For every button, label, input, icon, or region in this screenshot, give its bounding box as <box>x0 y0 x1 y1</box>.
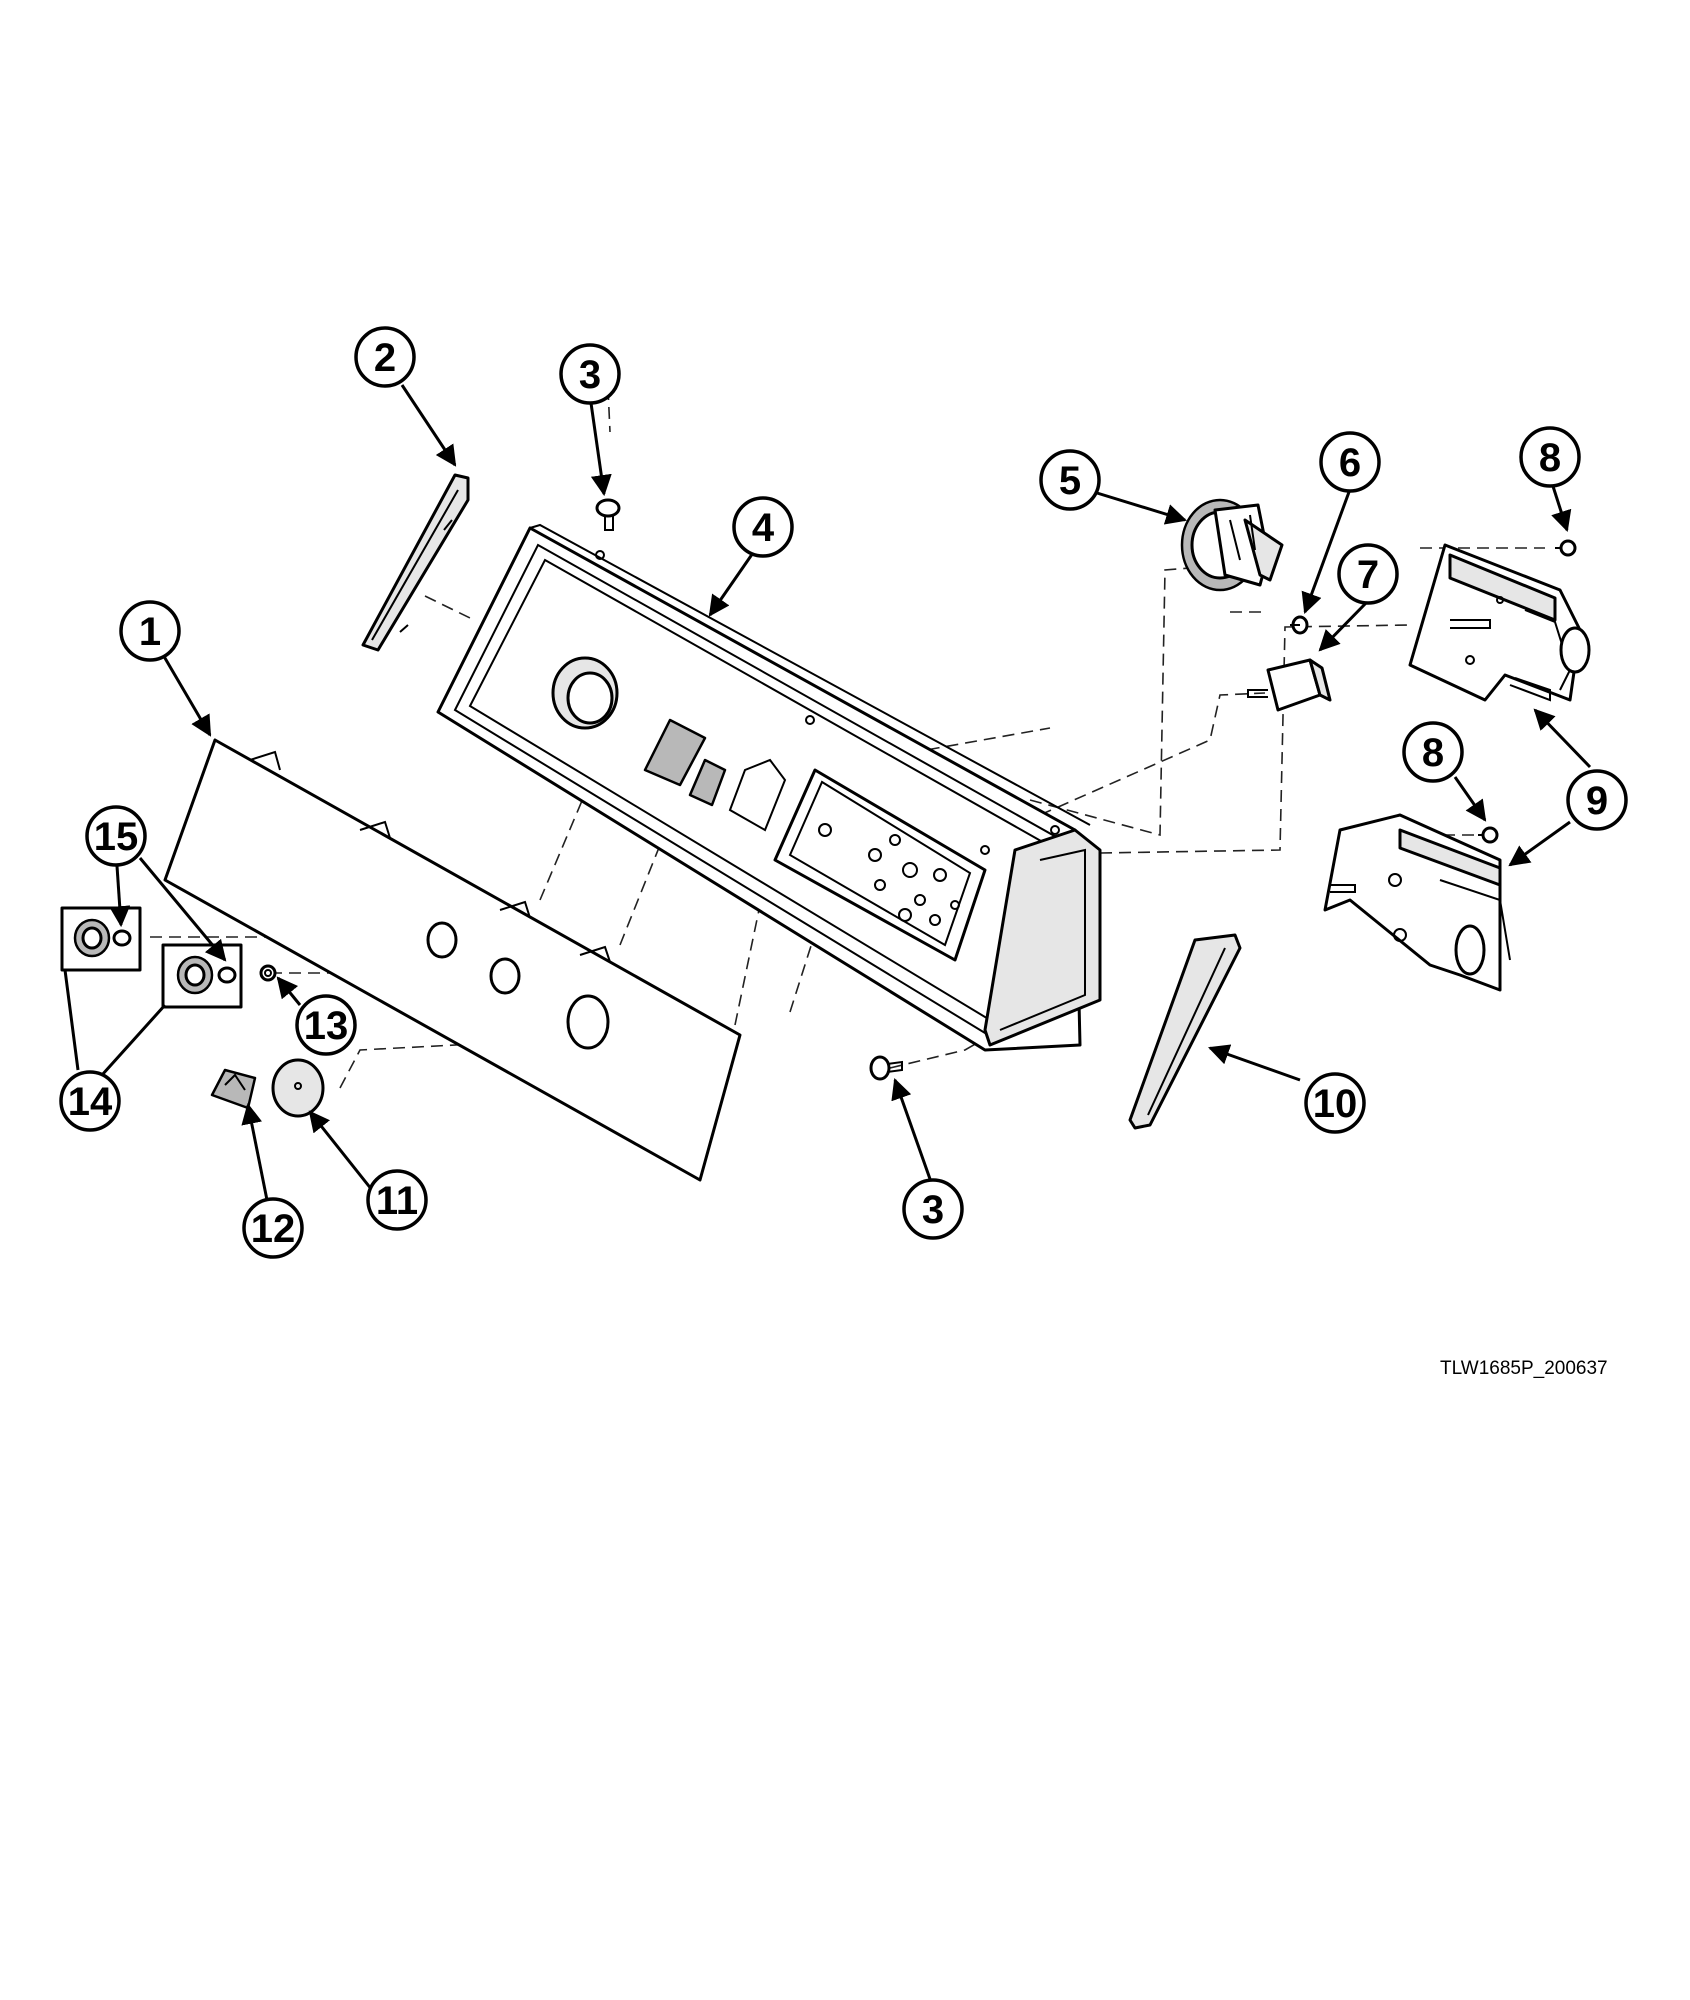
svg-text:13: 13 <box>304 1004 349 1048</box>
board-screw-upper <box>1555 539 1577 557</box>
document-code: TLW1685P_200637 <box>1440 1358 1608 1379</box>
right-end-cap <box>1128 933 1242 1130</box>
svg-text:14: 14 <box>68 1080 113 1124</box>
callout-11: 11 <box>366 1169 428 1231</box>
callout-13: 13 <box>295 994 357 1056</box>
electronic-board-lower <box>1323 813 1511 992</box>
callouts: 1 2 3 3 4 5 6 7 <box>59 326 1628 1259</box>
screw-top <box>595 498 621 531</box>
button-cap <box>210 1068 257 1110</box>
svg-text:8: 8 <box>1422 731 1444 775</box>
board-screw-lower <box>1478 826 1499 844</box>
callout-6: 6 <box>1319 431 1381 493</box>
electronic-board-upper <box>1408 543 1591 702</box>
svg-text:12: 12 <box>251 1207 296 1251</box>
svg-text:10: 10 <box>1313 1082 1358 1126</box>
svg-text:9: 9 <box>1586 779 1608 823</box>
callout-2: 2 <box>354 326 416 388</box>
callout-8-bottom: 8 <box>1402 721 1464 783</box>
svg-text:4: 4 <box>752 506 775 550</box>
callout-10: 10 <box>1304 1072 1366 1134</box>
overlay-panel <box>163 738 742 1182</box>
callout-8-top: 8 <box>1519 426 1581 488</box>
callout-3-bottom: 3 <box>902 1178 964 1240</box>
svg-text:3: 3 <box>579 353 601 397</box>
callout-9: 9 <box>1566 769 1628 831</box>
knob-assembly-left <box>60 906 142 972</box>
svg-text:1: 1 <box>139 610 161 654</box>
callout-1: 1 <box>119 600 181 662</box>
svg-text:2: 2 <box>374 336 396 380</box>
control-switch <box>1180 498 1284 592</box>
svg-text:5: 5 <box>1059 459 1081 503</box>
console-housing <box>436 523 1102 1052</box>
callout-4: 4 <box>732 496 794 558</box>
rotary-switch <box>1247 658 1332 712</box>
callout-7: 7 <box>1337 543 1399 605</box>
knob-assembly-right <box>161 943 243 1009</box>
switch-screw <box>1290 615 1309 635</box>
screw-bottom <box>869 1055 903 1081</box>
svg-text:11: 11 <box>376 1179 418 1223</box>
callout-5: 5 <box>1039 449 1101 511</box>
callout-12: 12 <box>242 1197 304 1259</box>
svg-text:3: 3 <box>922 1188 944 1232</box>
svg-text:7: 7 <box>1357 553 1379 597</box>
leader-arrows <box>63 384 1592 1206</box>
left-end-cap <box>361 473 470 652</box>
callout-14: 14 <box>59 1070 121 1132</box>
spring-clip <box>259 964 277 982</box>
svg-text:15: 15 <box>94 815 139 859</box>
callout-15: 15 <box>85 805 147 867</box>
svg-text:8: 8 <box>1539 436 1561 480</box>
svg-text:6: 6 <box>1339 441 1361 485</box>
callout-3-top: 3 <box>559 343 621 405</box>
push-button-disc <box>271 1058 325 1118</box>
